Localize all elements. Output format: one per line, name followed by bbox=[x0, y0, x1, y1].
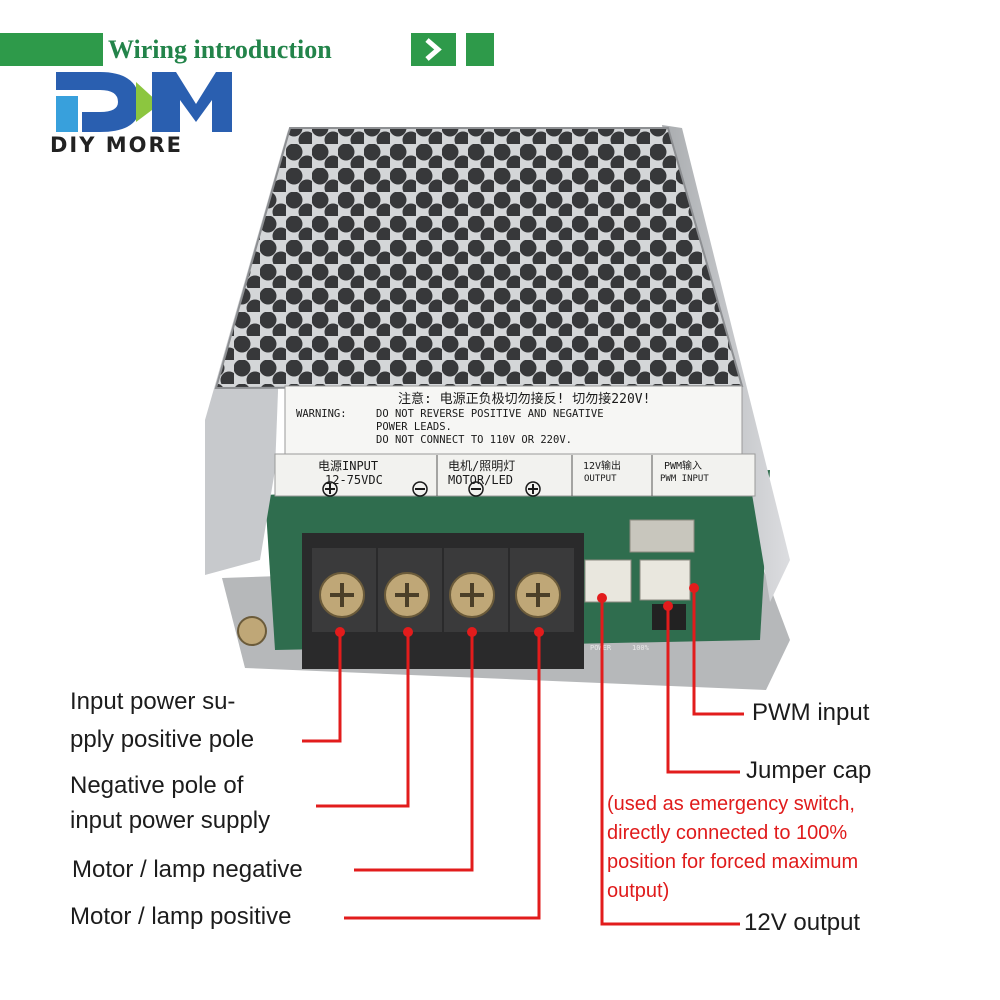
terminal-motor-label: 电机/照明灯 bbox=[448, 459, 515, 473]
jumper-note-1: (used as emergency switch, bbox=[607, 793, 855, 815]
warning-line-1: DO NOT REVERSE POSITIVE AND NEGATIVE bbox=[376, 408, 604, 420]
device-text: 注意: 电源正负极切勿接反! 切勿接220V! WARNING: DO NOT … bbox=[296, 391, 709, 652]
warning-cn: 注意: 电源正负极切勿接反! 切勿接220V! bbox=[398, 391, 650, 407]
connector-pwm bbox=[639, 559, 691, 601]
label-motor-negative: Motor / lamp negative bbox=[72, 856, 303, 883]
line-pwm-input bbox=[692, 588, 744, 716]
connector-12v bbox=[584, 559, 632, 603]
banner-stripe-right bbox=[466, 33, 494, 66]
label-pwm-input: PWM input bbox=[752, 699, 870, 726]
chevron-right-icon bbox=[425, 38, 442, 61]
label-motor-positive: Motor / lamp positive bbox=[70, 903, 292, 930]
terminal-pwm-label: PWM输入 bbox=[664, 459, 702, 472]
mount-screw bbox=[237, 616, 267, 646]
brand-logo bbox=[56, 72, 232, 132]
terminal-power-label: 电源INPUT bbox=[318, 459, 378, 473]
line-motor-positive bbox=[344, 632, 541, 920]
terminal-12v-en: OUTPUT bbox=[584, 474, 617, 484]
brand-name: DIY MORE bbox=[50, 133, 184, 157]
jumper-note-3: position for forced maximum bbox=[607, 851, 859, 873]
terminal-motor-en: MOTOR/LED bbox=[448, 473, 513, 487]
label-input-positive-1: Input power su- bbox=[70, 688, 236, 715]
banner-arrow-box bbox=[411, 33, 456, 66]
terminal-screws bbox=[319, 572, 561, 618]
dot-12v-output bbox=[597, 593, 607, 603]
brand-logo-mark bbox=[56, 72, 232, 132]
board-100-label: 100% bbox=[632, 644, 650, 652]
line-input-negative bbox=[316, 632, 410, 808]
dot-input-negative bbox=[403, 627, 413, 637]
line-input-positive bbox=[302, 632, 342, 743]
warning-label: WARNING: bbox=[296, 408, 347, 420]
label-jumper-cap: Jumper cap bbox=[746, 757, 872, 784]
line-12v-output bbox=[600, 598, 740, 926]
callout-lines bbox=[302, 588, 744, 926]
page-title: Wiring introduction bbox=[108, 35, 332, 64]
line-jumper-cap bbox=[666, 606, 740, 774]
jumper-note-4: output) bbox=[607, 880, 670, 902]
terminal-label-strip bbox=[274, 453, 756, 497]
callout-dots bbox=[335, 583, 699, 637]
perforated-cover bbox=[216, 128, 742, 388]
warning-line-2: POWER LEADS. bbox=[376, 421, 452, 433]
jumper-note-2: directly connected to 100% bbox=[607, 822, 848, 844]
line-motor-negative bbox=[354, 632, 474, 872]
dot-motor-negative bbox=[467, 627, 477, 637]
polarity-marks bbox=[322, 481, 541, 497]
dot-jumper-cap bbox=[663, 601, 673, 611]
warning-line-3: DO NOT CONNECT TO 110V OR 220V. bbox=[376, 434, 572, 446]
label-12v-output: 12V output bbox=[744, 909, 861, 936]
terminal-power-range: 12-75VDC bbox=[325, 473, 383, 487]
label-input-negative-1: Negative pole of bbox=[70, 772, 244, 799]
dot-input-positive bbox=[335, 627, 345, 637]
dot-motor-positive bbox=[534, 627, 544, 637]
label-input-positive-2: pply positive pole bbox=[70, 726, 255, 753]
terminal-pwm-en: PWM INPUT bbox=[660, 474, 709, 484]
dot-pwm-input bbox=[689, 583, 699, 593]
label-input-negative-2: input power supply bbox=[70, 807, 271, 834]
terminal-12v-label: 12V输出 bbox=[583, 459, 621, 472]
enclosure bbox=[205, 125, 790, 690]
header-pins bbox=[629, 519, 695, 553]
warning-label-panel bbox=[284, 385, 743, 457]
banner-stripe-left bbox=[0, 33, 103, 66]
